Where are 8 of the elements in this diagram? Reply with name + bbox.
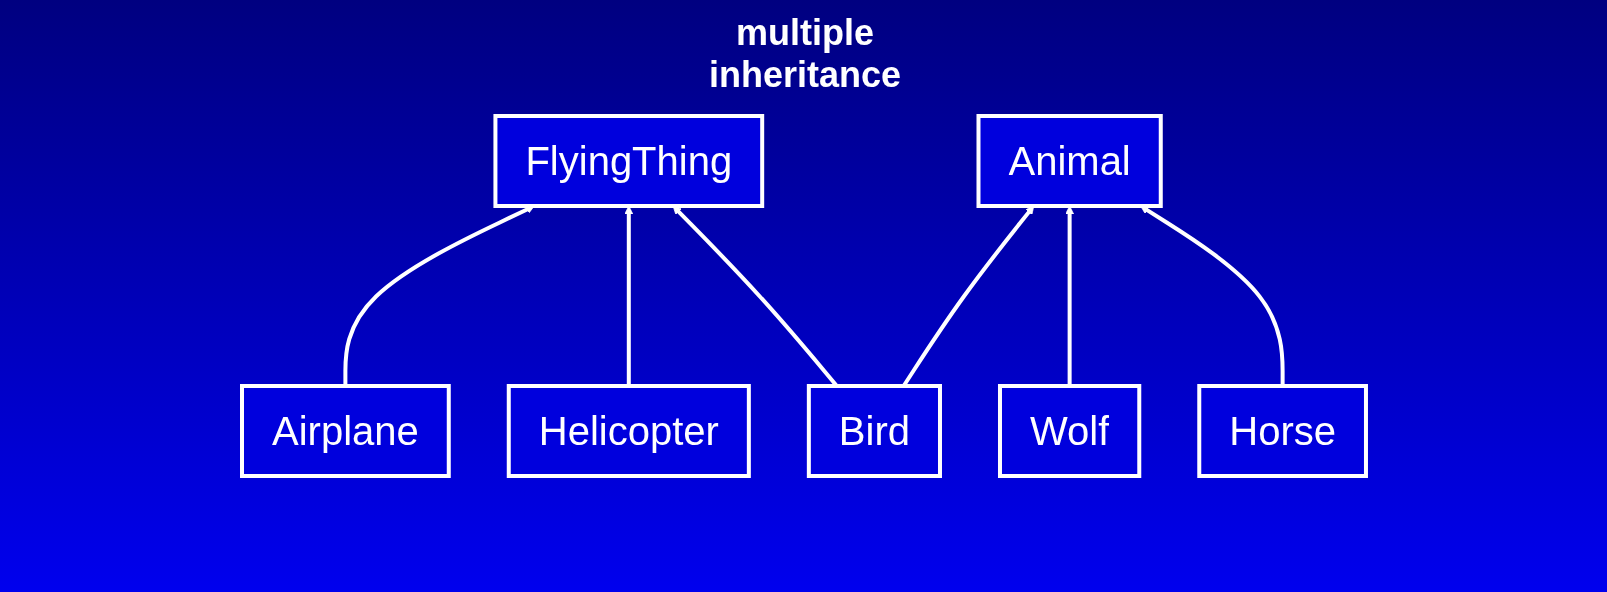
- node-box: Bird: [806, 384, 942, 478]
- note-text: multiple inheritance: [707, 12, 903, 96]
- node-box: Horse: [1196, 384, 1368, 478]
- node-box: Animal: [976, 114, 1163, 208]
- node-box: Airplane: [239, 384, 451, 478]
- node-box: Helicopter: [506, 384, 751, 478]
- node-box: Wolf: [997, 384, 1141, 478]
- node-box: FlyingThing: [492, 114, 764, 208]
